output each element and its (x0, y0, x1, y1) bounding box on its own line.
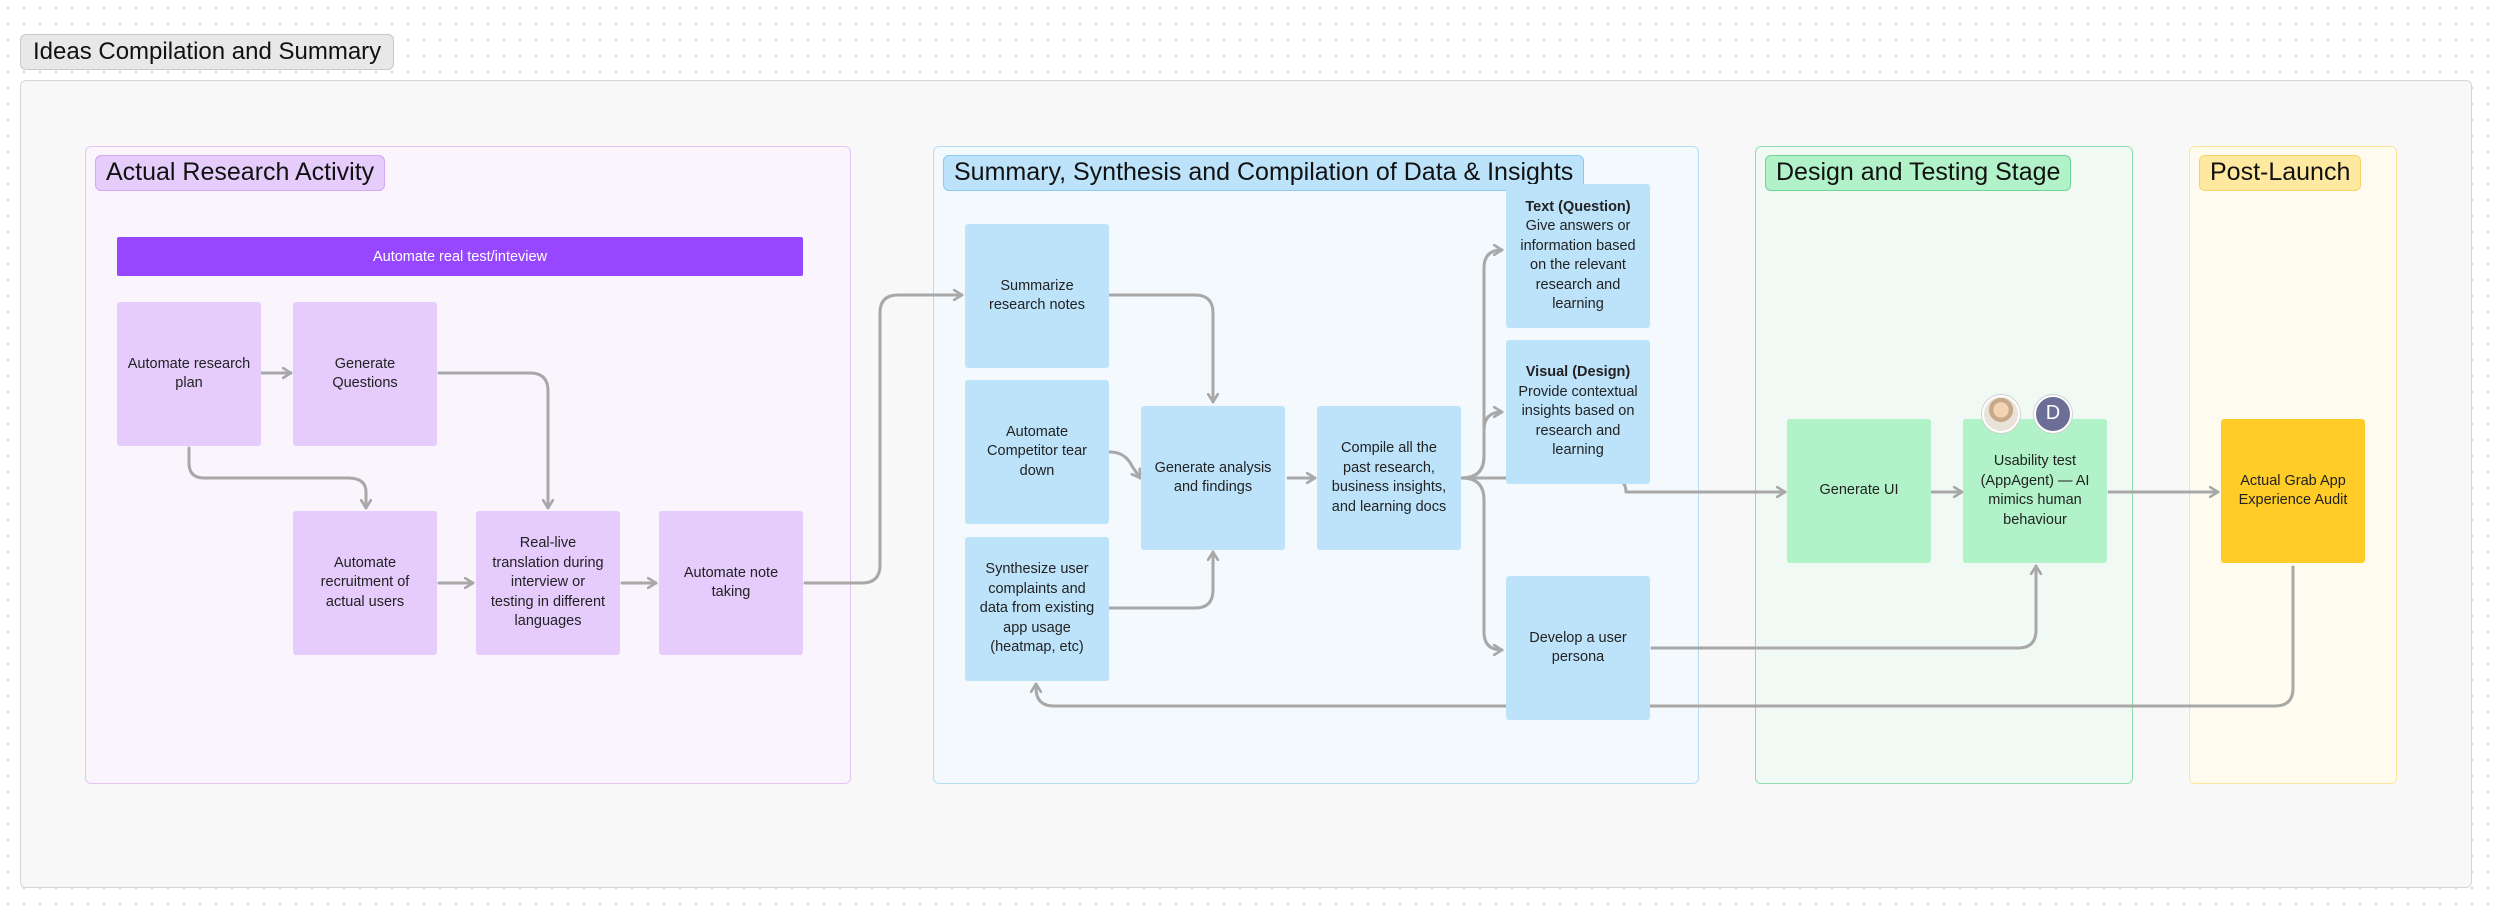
connector-summarize-to-analysis (1108, 293, 1213, 404)
collaborator-avatar-d[interactable]: D (2034, 395, 2072, 433)
card-real-live-translation[interactable]: Real-live translation during interview o… (476, 511, 620, 655)
card-grab-app-audit[interactable]: Actual Grab App Experience Audit (2221, 419, 2365, 563)
card-develop-user-persona[interactable]: Develop a user persona (1506, 576, 1650, 720)
connector-persona-to-usability (1650, 564, 2036, 650)
card-synthesize-complaints[interactable]: Synthesize user complaints and data from… (965, 537, 1109, 681)
card-automate-recruitment[interactable]: Automate recruitment of actual users (293, 511, 437, 655)
connector-complaints-to-analysis (1108, 550, 1213, 610)
card-text-question-title: Text (Question) (1525, 198, 1631, 215)
section-research-label[interactable]: Actual Research Activity (95, 155, 386, 191)
card-automate-note-taking[interactable]: Automate note taking (659, 511, 803, 655)
card-generate-analysis[interactable]: Generate analysis and findings (1141, 406, 1285, 550)
connector-questions-to-translation (437, 371, 548, 510)
section-design-label[interactable]: Design and Testing Stage (1765, 155, 2072, 191)
card-compile-research[interactable]: Compile all the past research, business … (1317, 406, 1461, 550)
connector-compile-to-visual (1460, 412, 1504, 480)
connector-plan-to-recruitment (187, 446, 366, 510)
card-automate-research-plan[interactable]: Automate research plan (117, 302, 261, 446)
connector-audit-to-complaints (1036, 565, 2295, 708)
board-title[interactable]: Ideas Compilation and Summary (20, 34, 395, 70)
automate-real-test-banner[interactable]: Automate real test/inteview (117, 237, 803, 276)
card-competitor-tear-down[interactable]: Automate Competitor tear down (965, 380, 1109, 524)
connector-compile-to-text (1460, 250, 1504, 480)
card-visual-design-title: Visual (Design) (1525, 364, 1631, 381)
section-synthesis-label[interactable]: Summary, Synthesis and Compilation of Da… (943, 155, 1585, 191)
card-text-question-body: Give answers or information based on the… (1520, 218, 1636, 312)
card-visual-design-body: Provide contextual insights based on res… (1518, 383, 1638, 459)
card-text-question[interactable]: Text (Question) Give answers or informat… (1506, 184, 1650, 328)
connector-competitor-to-analysis (1108, 450, 1142, 480)
connector-notes-to-summarize (803, 295, 964, 585)
card-summarize-research-notes[interactable]: Summarize research notes (965, 224, 1109, 368)
card-generate-ui[interactable]: Generate UI (1787, 419, 1931, 563)
card-generate-questions[interactable]: Generate Questions (293, 302, 437, 446)
section-postlaunch-label[interactable]: Post-Launch (2199, 155, 2362, 191)
connector-compile-to-persona (1460, 476, 1504, 650)
card-visual-design[interactable]: Visual (Design) Provide contextual insig… (1506, 340, 1650, 484)
collaborator-avatar-photo[interactable] (1982, 395, 2020, 433)
card-usability-test[interactable]: Usability test (AppAgent) — AI mimics hu… (1963, 419, 2107, 563)
